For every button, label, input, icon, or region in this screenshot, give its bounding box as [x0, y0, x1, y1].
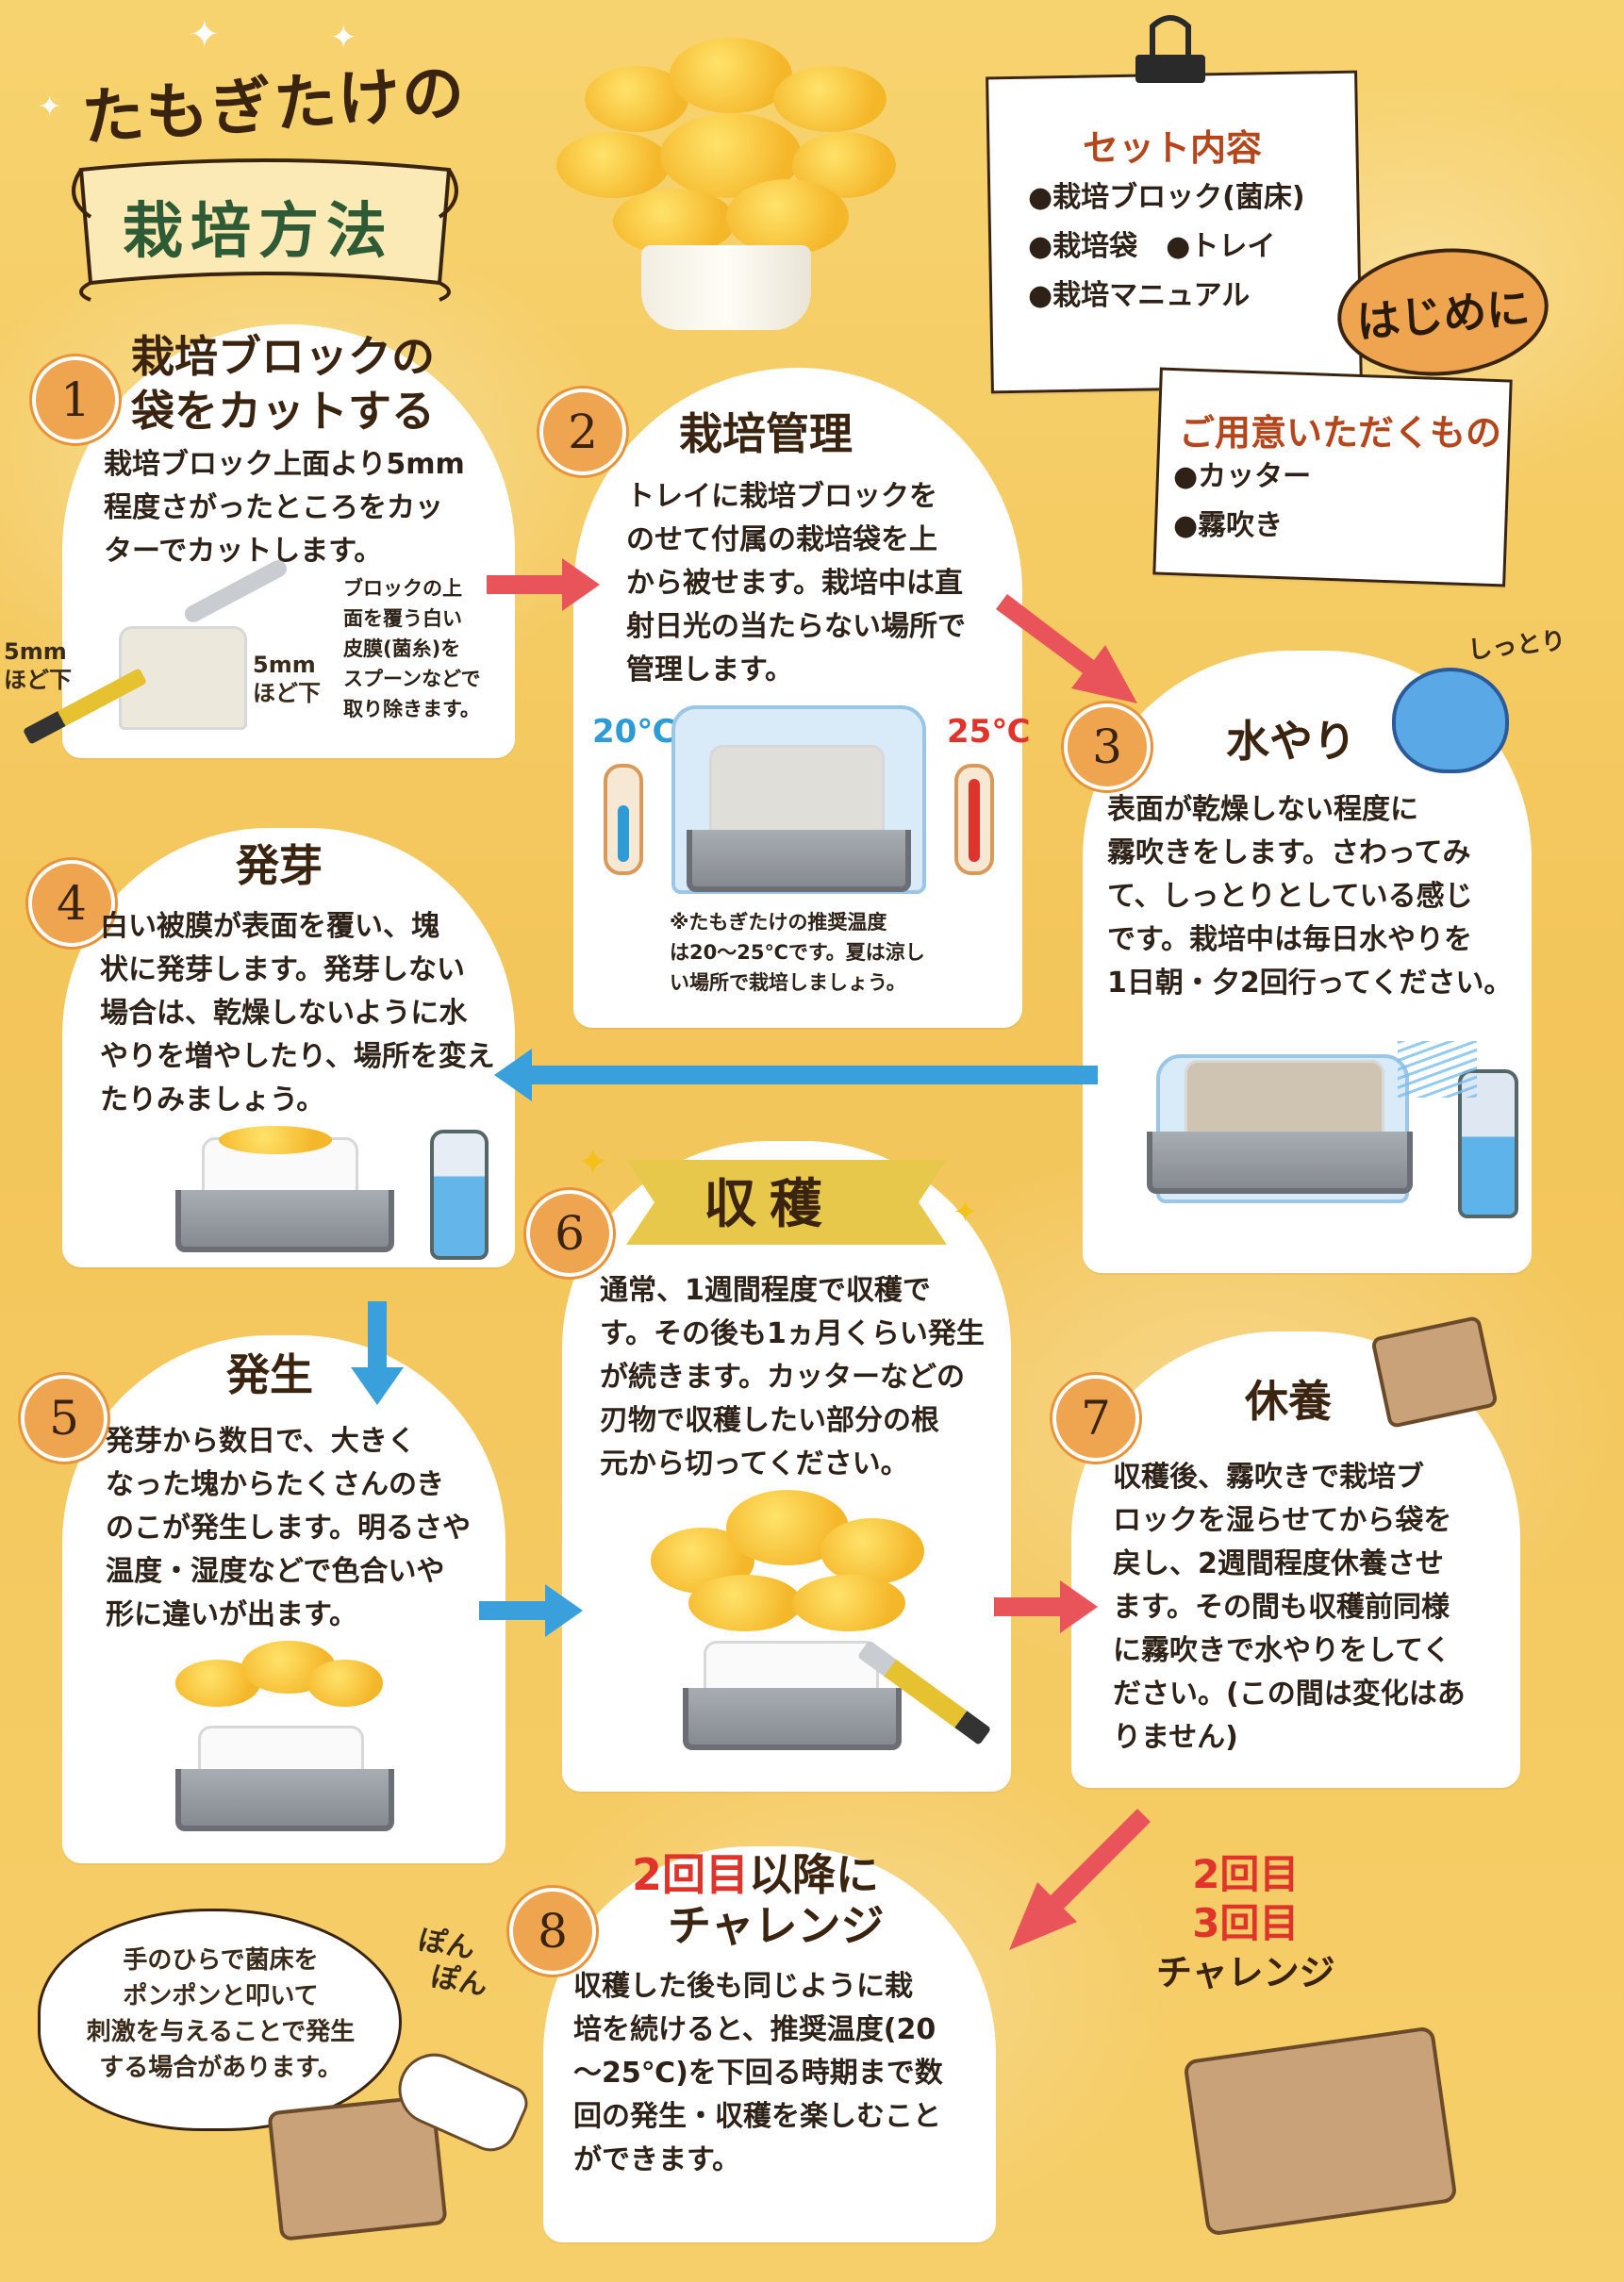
step-2-note: ※たもぎたけの推奨温度は20〜25℃です。夏は涼しい場所で栽培しましょう。 — [670, 911, 925, 994]
tray-illustration — [683, 1688, 902, 1750]
prepare-list: ●カッター ●霧吹き — [1173, 453, 1311, 551]
arrow-step4-to-step5 — [351, 1301, 404, 1405]
step-2-title: 栽培管理 — [679, 408, 853, 459]
title-ribbon — [72, 158, 458, 302]
thermometer-hot-icon — [954, 764, 994, 875]
step-3-number: 3 — [1064, 703, 1151, 790]
step-3-title: 水やり — [1226, 716, 1356, 767]
step-8-title: 2回目以降に — [632, 1849, 880, 1900]
tray-illustration — [175, 1769, 394, 1831]
harvest-banner — [626, 1160, 947, 1245]
step-2-body: トレイに栽培ブロックをのせて付属の栽培袋を上から被せます。栽培中は直射日光の当た… — [626, 480, 966, 686]
arrow-step6-to-step7 — [994, 1580, 1098, 1633]
water-drop-mascot — [1392, 668, 1509, 773]
step-6-body: 通常、1週間程度で収穫です。その後も1ヵ月くらい発生が続きます。カッターなどの刃… — [600, 1274, 985, 1480]
step-3-body: 表面が乾燥しない程度に霧吹きをします。さわってみて、しっとりとしている感じです。… — [1107, 793, 1513, 1000]
step-5-body: 発芽から数日で、大きくなった塊からたくさんのきのこが発生します。明るさや温度・湿… — [106, 1425, 471, 1631]
step-1-note: ブロックの上面を覆う白い皮膜(菌糸)をスプーンなどで取り除きます。 — [343, 577, 481, 720]
challenge-label: 2回目 3回目 チャレンジ — [1156, 1851, 1335, 1993]
list-item: ●栽培マニュアル — [1028, 279, 1251, 312]
tray-illustration — [687, 830, 911, 892]
arrow-step2-to-step3 — [996, 594, 1137, 703]
arrow-step7-to-step8 — [1009, 1809, 1151, 1950]
sparkle-icon: ✦ — [330, 19, 357, 57]
temp-low-label: 20℃ — [592, 713, 676, 751]
list-item: ●栽培袋 ●トレイ — [1028, 230, 1276, 263]
intro-badge-label: はじめに — [1354, 282, 1533, 348]
title-line2: 栽培方法 — [123, 197, 394, 267]
ponpon-label: ぽんぽん — [415, 1923, 490, 2003]
step-1-number: 1 — [32, 356, 119, 443]
step-8-title-line2: チャレンジ — [668, 1900, 885, 1951]
step-8-number: 8 — [509, 1888, 596, 1975]
sprout-illustration — [219, 1126, 332, 1154]
step-7-body: 収穫後、霧吹きで栽培ブロックを湿らせてから袋を戻し、2週間程度休養させます。その… — [1113, 1461, 1466, 1754]
set-contents-heading: セット内容 — [1083, 127, 1263, 169]
step-4-body: 白い被膜が表面を覆い、塊状に発芽します。発芽しない場合は、乾燥しないように水やり… — [100, 910, 495, 1116]
step-7-number: 7 — [1052, 1375, 1139, 1462]
sparkle-icon: ✦ — [38, 91, 62, 124]
spray-bottle-icon — [430, 1130, 489, 1260]
step-2-card — [573, 368, 1022, 1028]
step-6-title: 収穫 — [704, 1174, 836, 1235]
step-5-title: 発生 — [226, 1349, 313, 1400]
prepare-heading: ご用意いただくもの — [1179, 412, 1502, 454]
step-4-title: 発芽 — [236, 840, 323, 891]
arrow-step5-to-step6 — [479, 1584, 583, 1637]
step-2-number: 2 — [539, 389, 626, 475]
step-1-title: 栽培ブロックの袋をカットする — [131, 331, 435, 437]
step-7-title: 休養 — [1245, 1376, 1332, 1427]
spray-mist-icon — [1398, 1041, 1477, 1098]
sparkle-icon: ✦ — [189, 13, 221, 57]
set-contents-list: ●栽培ブロック(菌床) ●栽培袋 ●トレイ ●栽培マニュアル — [1028, 174, 1305, 321]
arrow-step3-to-step4 — [494, 1049, 1098, 1101]
step-6-number: 6 — [526, 1190, 613, 1277]
list-item: ●カッター — [1173, 460, 1312, 493]
step-8-body: 収穫した後も同じように栽培を続けると、推奨温度(20〜25℃)を下回る時期まで数… — [573, 1970, 943, 2176]
step-8-card — [543, 1846, 996, 2242]
block-mascot-right — [1183, 2026, 1458, 2237]
arrow-step1-to-step2 — [487, 558, 600, 611]
list-item: ●栽培ブロック(菌床) — [1028, 181, 1305, 214]
tip-speech-bubble — [38, 1909, 402, 2131]
list-item: ●霧吹き — [1173, 509, 1284, 542]
temp-high-label: 25℃ — [947, 713, 1031, 751]
step-5-number: 5 — [21, 1375, 108, 1462]
growing-mushroom-illustration — [175, 1641, 383, 1745]
harvest-mushroom-illustration — [641, 1490, 924, 1660]
tray-illustration — [1147, 1132, 1413, 1194]
sparkle-icon: ✦ — [953, 1194, 978, 1230]
step-4-number: 4 — [28, 860, 115, 947]
sparkle-icon: ✦ — [577, 1141, 609, 1184]
clip-icon — [1135, 15, 1205, 83]
thermometer-cold-icon — [604, 764, 643, 875]
tip-text: 手のひらで菌床をポンポンと叩いて刺激を与えることで発生する場合があります。 — [86, 1946, 356, 2082]
mushroom-cluster-illustration — [528, 38, 924, 339]
tray-illustration — [175, 1190, 394, 1252]
